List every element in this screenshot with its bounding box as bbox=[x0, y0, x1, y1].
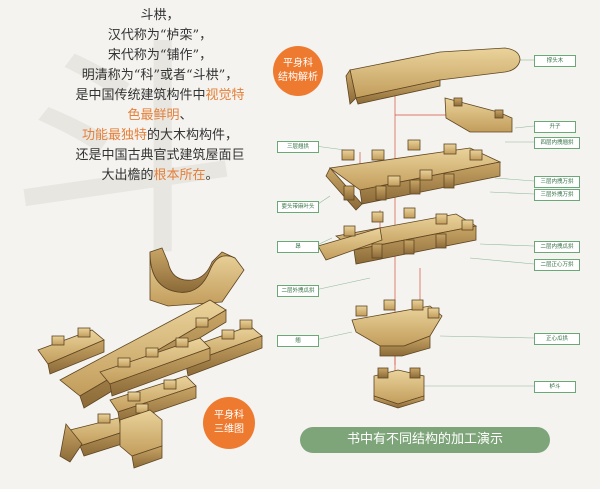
intro-text-segment: 汉代称为“栌栾”， bbox=[107, 28, 213, 43]
tag-ang: 昂 bbox=[277, 241, 319, 253]
dougong-exploded-view bbox=[314, 47, 535, 409]
intro-text-segment: 大出檐的 bbox=[101, 168, 154, 183]
intro-text-segment: 、 bbox=[179, 108, 193, 123]
dougong-3d-model bbox=[37, 247, 263, 469]
intro-text-segment: 宋代称为“铺作”， bbox=[107, 48, 213, 63]
processing-demo-banner: 书中有不同结构的加工演示 bbox=[300, 427, 550, 453]
intro-line: 还是中国古典官式建筑屋面巨 bbox=[40, 146, 280, 166]
tag-3rd-outer-wan: 三层外拽万拱 bbox=[534, 189, 580, 201]
intro-line: 宋代称为“铺作”， bbox=[40, 46, 280, 66]
exploded-badge-line2: 结构解析 bbox=[278, 72, 318, 83]
intro-line: 大出檐的根本所在。 bbox=[40, 166, 280, 186]
tag-3rd-qiao: 三层翘拱 bbox=[277, 141, 319, 153]
tag-ludou: 栌斗 bbox=[534, 381, 576, 393]
tag-shuatou: 耍头带麻叶头 bbox=[277, 201, 319, 213]
intro-text-segment: 是中国传统建筑构件中 bbox=[75, 88, 206, 103]
tag-3rd-inner-wan: 三层内拽万拱 bbox=[534, 176, 580, 188]
intro-text-segment: 还是中国古典官式建筑屋面巨 bbox=[75, 148, 245, 163]
tag-2nd-center-wan: 二层正心万拱 bbox=[534, 259, 580, 271]
intro-line: 是中国传统建筑构件中视觉特 bbox=[40, 86, 280, 106]
intro-text-segment: 。 bbox=[205, 168, 219, 183]
intro-text-segment: 明清称为“科”或者“斗栱”， bbox=[81, 68, 239, 83]
intro-line: 斗栱， bbox=[40, 6, 280, 26]
intro-highlight: 功能最独特 bbox=[81, 128, 147, 143]
tag-shengzi: 升子 bbox=[534, 121, 576, 133]
tag-qiao: 翘 bbox=[277, 335, 319, 347]
three-d-badge-line2: 三维图 bbox=[214, 424, 244, 435]
intro-text: 斗栱， 汉代称为“栌栾”， 宋代称为“铺作”， 明清称为“科”或者“斗栱”， 是中国传统… bbox=[40, 6, 280, 186]
intro-line: 汉代称为“栌栾”， bbox=[40, 26, 280, 46]
three-d-badge-line1: 平身科 bbox=[214, 410, 244, 421]
tag-2nd-outer-gua: 二层外拽瓜拱 bbox=[277, 285, 319, 297]
tag-center-gua: 正心瓜拱 bbox=[534, 333, 580, 345]
intro-highlight: 根本所在 bbox=[153, 168, 206, 183]
exploded-view-badge: 平身科 结构解析 bbox=[273, 46, 323, 96]
exploded-badge-line1: 平身科 bbox=[283, 58, 313, 69]
tag-2nd-inner-gua: 二层内拽瓜拱 bbox=[534, 241, 580, 253]
intro-line: 明清称为“科”或者“斗栱”， bbox=[40, 66, 280, 86]
intro-line: 色最鲜明、 bbox=[40, 106, 280, 126]
background-character: 斗 bbox=[10, 21, 241, 288]
intro-line: 功能最独特的大木构构件， bbox=[40, 126, 280, 146]
intro-highlight: 视觉特 bbox=[205, 88, 245, 103]
intro-text-segment: 的大木构构件， bbox=[147, 128, 239, 143]
intro-highlight: 色最鲜明 bbox=[127, 108, 180, 123]
three-d-view-badge: 平身科 三维图 bbox=[203, 397, 255, 449]
tag-chengtoumu: 撑头木 bbox=[534, 55, 576, 67]
tag-4th-inner-qiao: 四层内拽翘拱 bbox=[534, 137, 580, 149]
intro-text-segment: 斗栱， bbox=[140, 8, 180, 23]
